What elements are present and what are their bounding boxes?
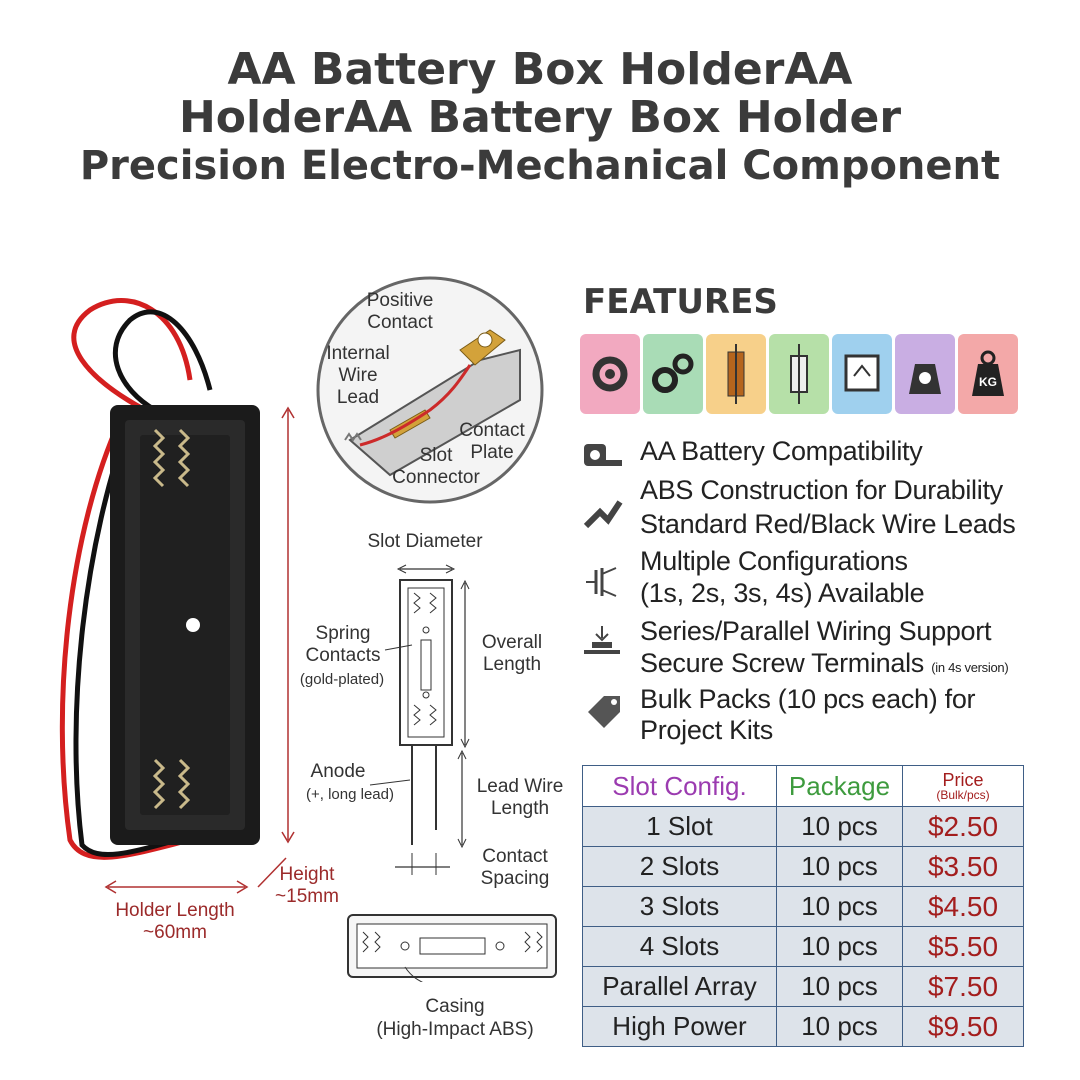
anode-label: Anode [310,761,366,782]
row-package: 10 pcs [776,806,903,847]
row-package: 10 pcs [776,846,903,887]
header-package: Package [776,765,903,807]
feature-item: ABS Construction for Durability [640,475,1003,505]
row-package: 10 pcs [776,926,903,967]
title-line-3: Precision Electro-Mechanical Component [79,143,1001,189]
title-line-2: HolderAA Battery Box Holder [178,92,902,143]
holder-length-text: Holder Length ~60mm [115,900,235,943]
contact-spacing-text: Contact Spacing [480,846,550,889]
row-config: 4 Slots [582,926,777,967]
feature-item: Series/Parallel Wiring Support [640,616,992,646]
positive-contact-label: Positive Contact [360,290,440,334]
row-config: 1 Slot [582,806,777,847]
casing-note-label: (High-Impact ABS) [376,1019,534,1040]
meter-icon [844,354,880,392]
feature-tile [895,334,955,414]
features-heading: FEATURES [583,282,778,322]
feature-tile [580,334,640,414]
contact-detail-diagram [316,276,544,504]
page-title: AA Battery Box HolderAA HolderAA Battery… [0,44,1080,189]
transistor-icon [586,567,617,597]
row-price: $4.50 [902,886,1024,927]
spring-contacts-label: Spring Contacts [298,623,388,667]
feature-item: Secure Screw Terminals (in 4s version) [640,648,1009,683]
row-package: 10 pcs [776,886,903,927]
slot-diameter-label: Slot Diameter [367,531,483,552]
press-icon [584,626,620,654]
feature-item: Bulk Packs (10 pcs each) for [640,684,976,714]
height-label: Height ~15mm [252,864,362,908]
feature-tile: KG [958,334,1018,414]
price-table-header-row: Slot Config. Package Price(Bulk/pcs) [582,765,1024,807]
anode-note-label: (+, long lead) [306,786,394,803]
contact-plate-text: Contact Plate [459,420,525,463]
gold-plated-label: (gold-plated) [299,671,385,688]
feature-tile [832,334,892,414]
casing-drawing [347,914,557,982]
feature-item: (1s, 2s, 3s, 4s) Available [640,578,925,608]
overall-length-text: Overall Length [481,632,543,675]
feature-item: Multiple Configurations [640,546,908,576]
internal-wire-lead-label: Internal Wire Lead [318,343,398,409]
contact-plate-label: Contact Plate [452,420,532,464]
row-price: $2.50 [902,806,1024,847]
technical-drawing [369,564,470,875]
positive-contact-text: Positive Contact [366,290,434,333]
feature-item-text: Secure Screw Terminals [640,648,925,678]
contact-spacing-label: Contact Spacing [470,846,560,890]
row-package: 10 pcs [776,966,903,1007]
feature-tile [643,334,703,414]
row-package: 10 pcs [776,1006,903,1047]
row-config: Parallel Array [582,966,777,1007]
wire-icon [583,500,623,529]
internal-wire-lead-text: Internal Wire Lead [326,343,390,408]
header-price: Price(Bulk/pcs) [902,765,1024,807]
feature-item-note: (in 4s version) [931,660,1009,675]
header-slot-config: Slot Config. [582,765,777,807]
row-config: 3 Slots [582,886,777,927]
feature-tile [769,334,829,414]
overall-length-label: Overall Length [472,632,552,676]
kg-weight-icon [972,350,1004,396]
feature-item: Project Kits [640,715,773,745]
price-table: Slot Config. Package Price(Bulk/pcs) 1 S… [582,765,1024,1047]
holder-length-label: Holder Length ~60mm [100,900,250,944]
price-tag-icon [588,696,620,728]
row-config: High Power [582,1006,777,1047]
casing-label: Casing [425,996,485,1017]
tape-measure-icon [584,444,622,466]
scale-icon [909,364,941,394]
lead-wire-length-label: Lead Wire Length [470,776,570,820]
row-price: $7.50 [902,966,1024,1007]
coil-icon [727,344,745,404]
header-price-text: Price [942,769,984,790]
feature-tile [706,334,766,414]
height-text: Height ~15mm [275,864,339,907]
row-config: 2 Slots [582,846,777,887]
gear-wrench-icon [592,356,628,392]
row-price: $9.50 [902,1006,1024,1047]
feature-item: AA Battery Compatibility [640,436,923,466]
row-price: $5.50 [902,926,1024,967]
row-price: $3.50 [902,846,1024,887]
header-price-note: (Bulk/pcs) [936,787,990,802]
battery-holder-photo [59,298,295,894]
feature-item: Standard Red/Black Wire Leads [640,509,1016,539]
lead-wire-length-text: Lead Wire Length [476,776,564,819]
gears-icon [652,353,694,393]
spring-contacts-text: Spring Contacts [305,623,381,666]
slot-connector-text: Slot Connector [392,445,480,488]
title-line-1: AA Battery Box HolderAA [227,44,853,95]
slot-connector-label: Slot Connector [386,445,486,489]
kg-label: KG [979,375,997,389]
capacitor-icon [790,344,808,404]
